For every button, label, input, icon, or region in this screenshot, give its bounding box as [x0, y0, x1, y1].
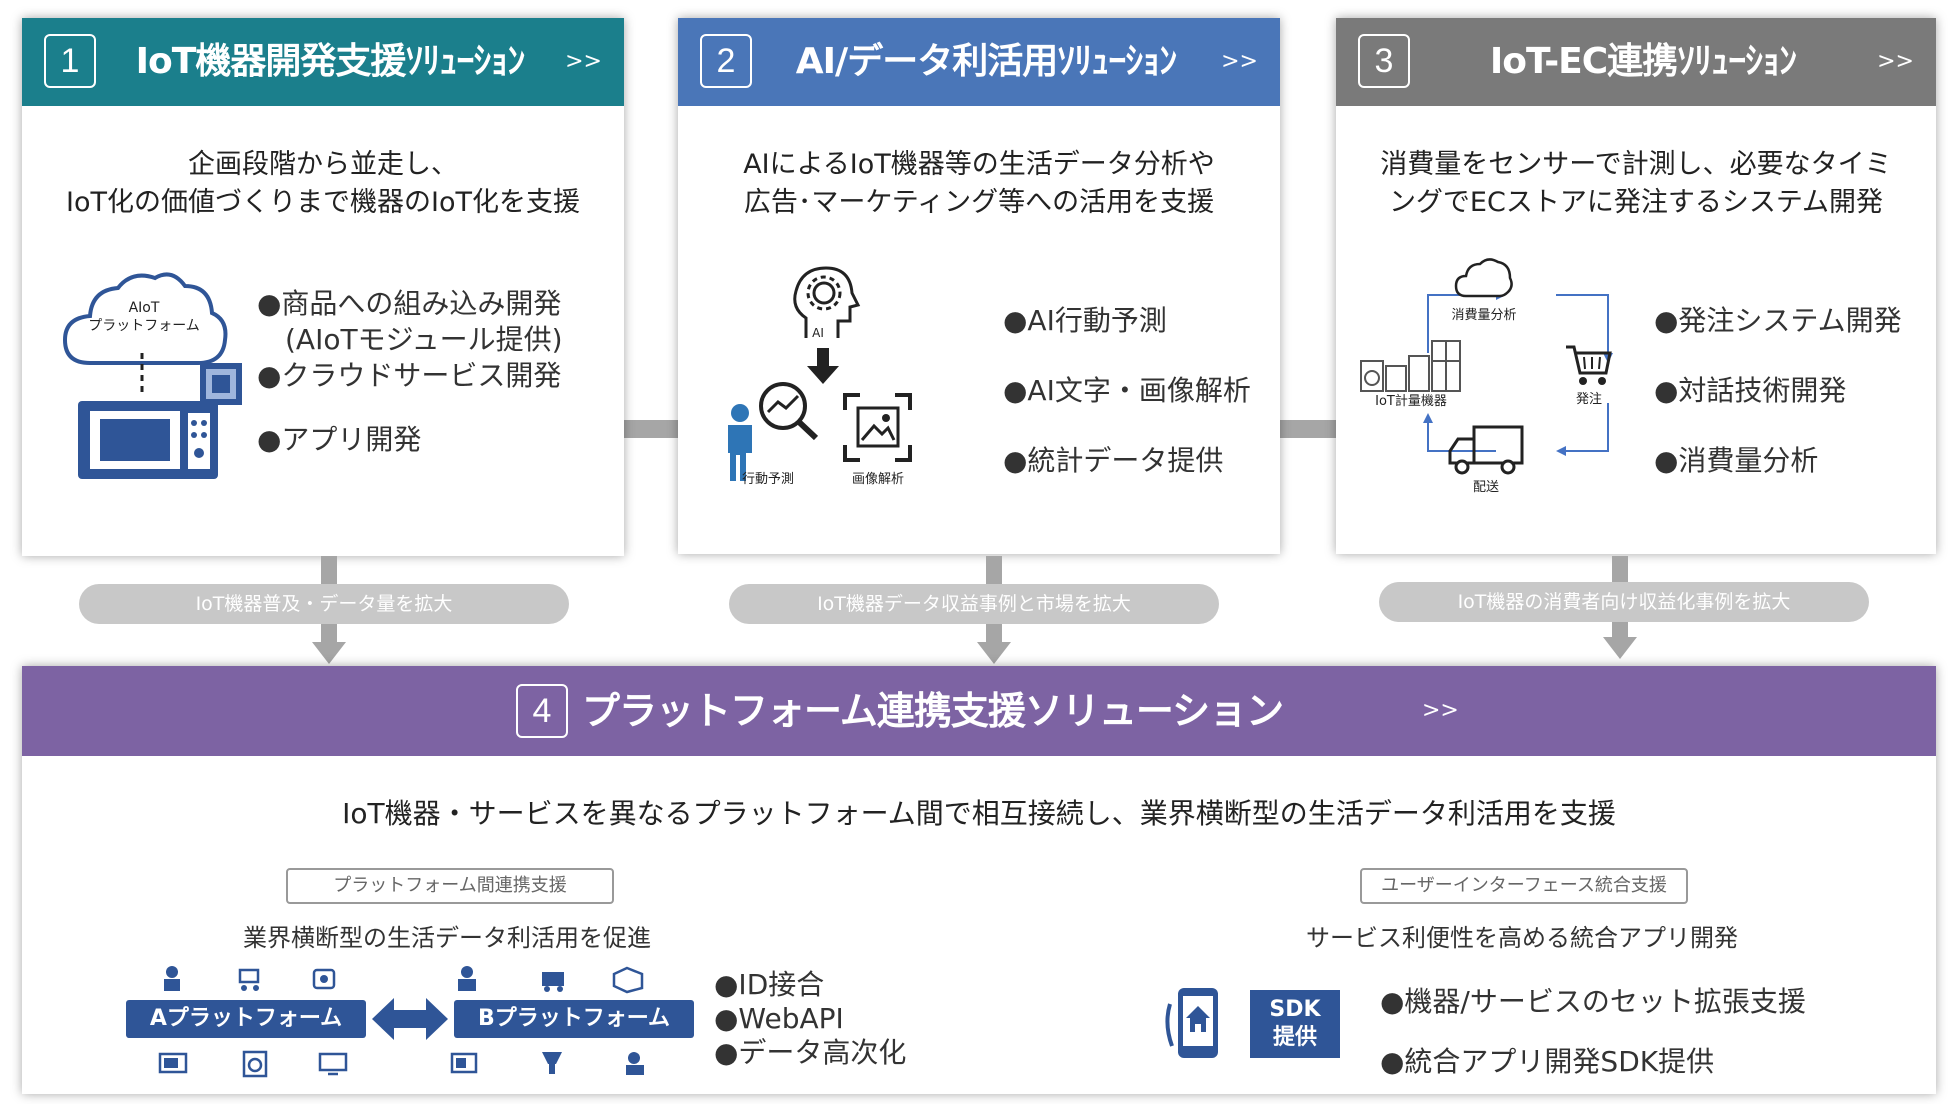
magnifier-chart-icon: [759, 382, 819, 441]
card-title: AI/データ利活用ｿﾘｭｰｼｮﾝ: [795, 41, 1177, 82]
card-title: プラットフォーム連携支援ソリューション: [582, 689, 1284, 733]
card-bullets: ●商品への組み込み開発 (AIoTモジュール提供) ●クラウドサービス開発 ●ア…: [257, 287, 563, 456]
card-header[interactable]: 3 IoT-EC連携ｿﾘｭｰｼｮﾝ >>: [1336, 18, 1936, 106]
cart-icon: [1566, 345, 1612, 385]
card-description: 消費量をセンサーで計測し、必要なタイミ ングでECストアに発注するシステム開発: [1380, 149, 1892, 218]
tag-ui-integration: ユーザーインターフェース統合支援: [1360, 868, 1688, 904]
analysis-label: 消費量分析: [1451, 308, 1517, 323]
ai-label: AI: [812, 326, 824, 340]
card-ai-data: 2 AI/データ利活用ｿﾘｭｰｼｮﾝ >> AIによるIoT機器等の生活データ分…: [678, 18, 1280, 554]
person-icon: [728, 404, 752, 481]
sdk-badge: SDK 提供: [1250, 990, 1340, 1058]
bidirectional-arrow-icon: [372, 998, 448, 1040]
platform-a: Aプラットフォーム: [126, 1000, 366, 1038]
card-number: 2: [700, 34, 752, 88]
card-header[interactable]: 4 プラットフォーム連携支援ソリューション >>: [22, 666, 1936, 756]
flow-pill: IoT機器の消費者向け収益化事例を拡大: [1379, 582, 1869, 622]
right-subtitle: サービス利便性を高める統合アプリ開発: [1306, 924, 1738, 952]
ship-label: 配送: [1472, 480, 1499, 495]
behavior-label: 行動予測: [741, 472, 794, 487]
arrow-down-icon: [807, 348, 839, 384]
connector-2-3: [1280, 420, 1336, 438]
platform-b: Bプラットフォーム: [454, 1000, 694, 1038]
chevron-right-icon[interactable]: >>: [1422, 698, 1459, 723]
cloud-icon: [62, 272, 228, 365]
chevron-right-icon[interactable]: >>: [1877, 49, 1914, 74]
flow-pill: IoT機器データ収益事例と市場を拡大: [729, 584, 1219, 624]
card-number: 3: [1358, 34, 1410, 88]
card-number: 4: [516, 684, 568, 738]
left-bullets: ●ID接合 ●WebAPI ●データ高次化: [714, 968, 907, 1069]
card-bullets: ●発注システム開発 ●対話技術開発 ●消費量分析: [1654, 304, 1902, 477]
image-label: 画像解析: [851, 472, 904, 487]
arrow-down-icon: [312, 642, 346, 664]
card-header[interactable]: 2 AI/データ利活用ｿﾘｭｰｼｮﾝ >>: [678, 18, 1280, 106]
top-service-icons: [164, 966, 644, 994]
connector-1-2: [622, 420, 678, 438]
arrow-down-icon: [1603, 637, 1637, 659]
bottom-device-icons: [158, 1050, 644, 1078]
device-label: IoT計量機器: [1375, 394, 1447, 409]
appliances-icon: [1360, 340, 1461, 392]
smartphone-home-icon: [1165, 988, 1218, 1058]
card-description: 企画段階から並走し、 IoT化の価値づくりまで機器のIoT化を支援: [66, 149, 580, 218]
card-title: IoT機器開発支援ｿﾘｭｰｼｮﾝ: [135, 41, 526, 82]
order-label: 発注: [1575, 392, 1602, 407]
chevron-right-icon[interactable]: >>: [1221, 49, 1258, 74]
flow-pill: IoT機器普及・データ量を拡大: [79, 584, 569, 624]
card-header[interactable]: 1 IoT機器開発支援ｿﾘｭｰｼｮﾝ >>: [22, 18, 624, 106]
truck-icon: [1448, 425, 1524, 475]
tag-platform-link: プラットフォーム間連携支援: [286, 868, 614, 904]
right-bullets: ●機器/サービスのセット拡張支援 ●統合アプリ開発SDK提供: [1380, 985, 1806, 1078]
left-subtitle: 業界横断型の生活データ利活用を促進: [243, 924, 651, 952]
cloud-label: AIoT プラットフォーム: [88, 300, 200, 334]
card-iot-device: 1 IoT機器開発支援ｿﾘｭｰｼｮﾝ >> 企画段階から並走し、 IoT化の価値…: [22, 18, 624, 556]
ai-head-icon: [793, 266, 861, 338]
card-iot-ec: 3 IoT-EC連携ｿﾘｭｰｼｮﾝ >> 消費量をセンサーで計測し、必要なタイミ…: [1336, 18, 1936, 554]
card-number: 1: [44, 34, 96, 88]
arrow-down-icon: [977, 642, 1011, 664]
microwave-icon: [78, 353, 242, 479]
cloud-icon: [1454, 258, 1513, 298]
chevron-right-icon[interactable]: >>: [565, 49, 602, 74]
card-platform: 4 プラットフォーム連携支援ソリューション >> IoT機器・サービスを異なるプ…: [22, 666, 1936, 1094]
platform-description: IoT機器・サービスを異なるプラットフォーム間で相互接続し、業界横断型の生活デー…: [342, 797, 1616, 830]
card-description: AIによるIoT機器等の生活データ分析や 広告･マーケティング等への活用を支援: [743, 149, 1215, 218]
image-analysis-icon: [843, 393, 912, 462]
card-title: IoT-EC連携ｿﾘｭｰｼｮﾝ: [1489, 41, 1797, 82]
card-bullets: ●AI行動予測 ●AI文字・画像解析 ●統計データ提供: [1003, 304, 1251, 477]
